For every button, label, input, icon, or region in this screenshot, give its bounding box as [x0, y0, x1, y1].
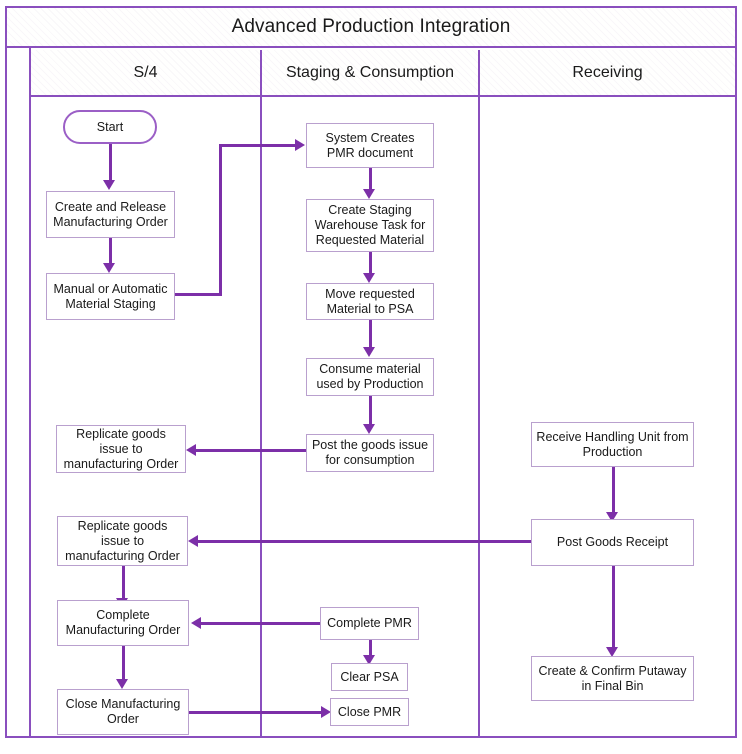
node-system-creates-pmr-document[interactable]: System Creates PMR document: [306, 123, 434, 168]
arrowhead-clear-psa: [363, 655, 375, 665]
edge-staging-wt-to-move: [369, 252, 372, 274]
lane-header-s4: S/4: [31, 50, 260, 97]
edge-complete-pmr-to-clear-psa: [369, 640, 372, 656]
edge-replicate2-to-complete-mo: [122, 566, 125, 599]
arrowhead-close-pmr: [321, 706, 331, 718]
arrowhead-create-staging-wt: [363, 189, 375, 199]
edge-staging-to-pmr-seg1: [175, 293, 222, 296]
edge-pmr-to-staging-wt: [369, 168, 372, 190]
arrowhead-create-release: [103, 180, 115, 190]
edge-staging-to-pmr-seg3: [219, 144, 297, 147]
node-manual-or-automatic-material-staging[interactable]: Manual or Automatic Material Staging: [46, 273, 175, 320]
arrowhead-confirm-putaway: [606, 647, 618, 657]
edge-close-mo-to-close-pmr: [188, 711, 323, 714]
arrowhead-close-mo: [116, 679, 128, 689]
edge-move-to-consume: [369, 320, 372, 348]
node-create-release-manufacturing-order[interactable]: Create and Release Manufacturing Order: [46, 191, 175, 238]
node-complete-manufacturing-order[interactable]: Complete Manufacturing Order: [57, 600, 189, 646]
edge-start-to-create-release: [109, 143, 112, 181]
node-clear-psa[interactable]: Clear PSA: [331, 663, 408, 691]
arrowhead-material-staging: [103, 263, 115, 273]
edge-receive-hu-to-pgr: [612, 467, 615, 513]
arrowhead-post-goods-receipt: [606, 512, 618, 522]
arrowhead-post-goods-issue: [363, 424, 375, 434]
node-create-staging-warehouse-task[interactable]: Create Staging Warehouse Task for Reques…: [306, 199, 434, 252]
node-consume-material-used-by-production[interactable]: Consume material used by Production: [306, 358, 434, 396]
node-post-the-goods-issue-for-consumption[interactable]: Post the goods issue for consumption: [306, 434, 434, 472]
node-move-requested-material-to-psa[interactable]: Move requested Material to PSA: [306, 283, 434, 320]
edge-pgr-to-replicate2: [197, 540, 531, 543]
edge-post-gi-to-replicate1: [195, 449, 306, 452]
arrowhead-move-material: [363, 273, 375, 283]
edge-consume-to-post-gi: [369, 396, 372, 425]
node-complete-pmr[interactable]: Complete PMR: [320, 607, 419, 640]
node-replicate-goods-issue-1[interactable]: Replicate goods issue to manufacturing O…: [56, 425, 186, 473]
lane-divider-2: [478, 97, 480, 736]
edge-pgr-to-putaway: [612, 566, 615, 648]
lane-divider-1: [260, 97, 262, 736]
arrowhead-consume-material: [363, 347, 375, 357]
arrowhead-replicate-gi-1: [186, 444, 196, 456]
node-close-manufacturing-order[interactable]: Close Manufacturing Order: [57, 689, 189, 735]
node-receive-handling-unit-from-production[interactable]: Receive Handling Unit from Production: [531, 422, 694, 467]
node-post-goods-receipt[interactable]: Post Goods Receipt: [531, 519, 694, 566]
node-create-confirm-putaway-final-bin[interactable]: Create & Confirm Putaway in Final Bin: [531, 656, 694, 701]
node-start[interactable]: Start: [63, 110, 157, 144]
pool-frame: [5, 6, 737, 738]
arrowhead-complete-mo-from-pmr: [191, 617, 201, 629]
arrowhead-system-creates-pmr: [295, 139, 305, 151]
edge-staging-to-pmr-seg2: [219, 144, 222, 296]
edge-complete-pmr-to-complete-mo: [200, 622, 330, 625]
edge-create-release-to-staging: [109, 237, 112, 264]
lane-header-staging: Staging & Consumption: [260, 50, 478, 97]
node-close-pmr[interactable]: Close PMR: [330, 698, 409, 726]
page-title: Advanced Production Integration: [7, 8, 735, 48]
lane-header-receiving: Receiving: [478, 50, 735, 97]
edge-complete-mo-to-close-mo: [122, 646, 125, 680]
pool-label-band-divider: [29, 48, 31, 736]
node-replicate-goods-issue-2[interactable]: Replicate goods issue to manufacturing O…: [57, 516, 188, 566]
arrowhead-replicate-gi-2: [188, 535, 198, 547]
